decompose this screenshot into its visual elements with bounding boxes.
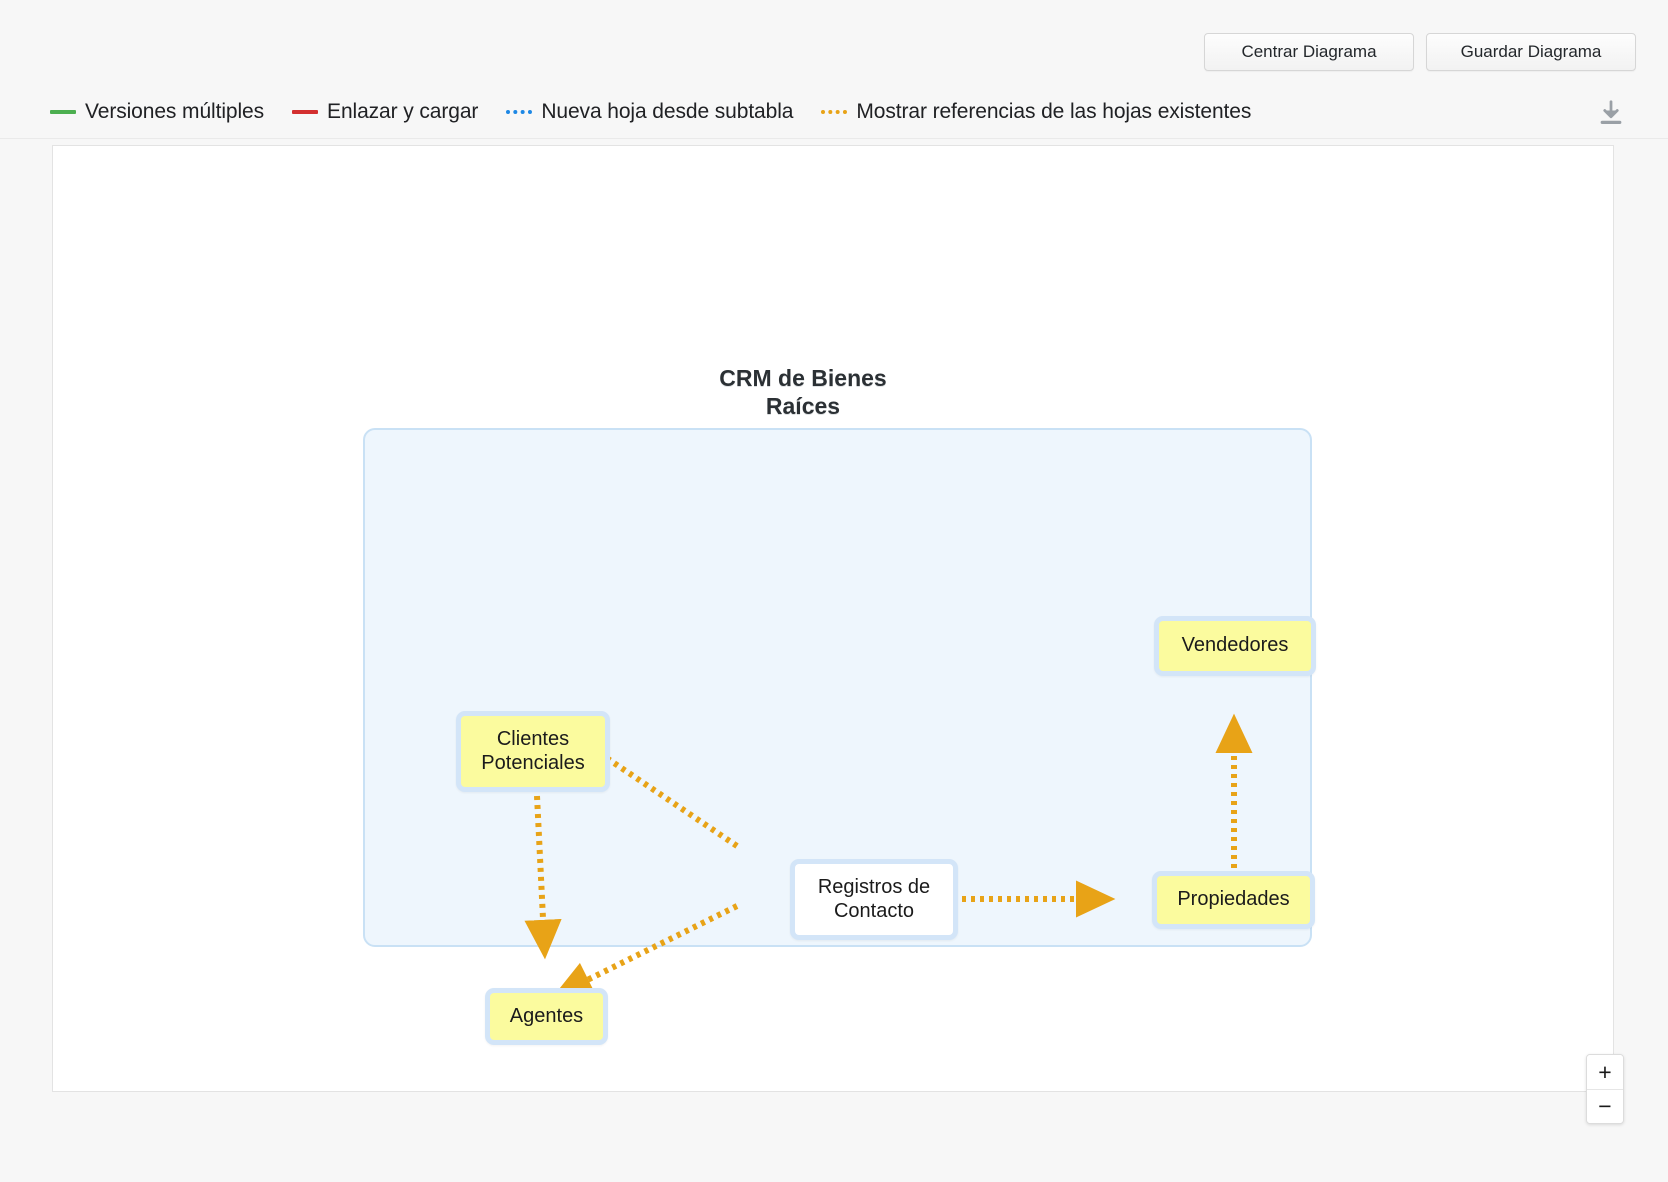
zoom-out-button[interactable]: − (1587, 1089, 1623, 1123)
diagram-node-registros-de-contacto[interactable]: Registros de Contacto (790, 859, 958, 940)
legend-item-versiones-multiples[interactable]: Versiones múltiples (50, 100, 264, 124)
node-label-line1: Clientes (496, 727, 570, 750)
node-label: Vendedores (1181, 634, 1289, 657)
legend-item-list: Versiones múltiples Enlazar y cargar Nue… (50, 86, 1251, 138)
download-icon[interactable] (1596, 98, 1626, 128)
diagram-title-line2: Raíces (765, 393, 841, 420)
legend-label: Versiones múltiples (85, 100, 265, 123)
node-label: Propiedades (1177, 888, 1290, 911)
legend-label: Nueva hoja desde subtabla (541, 100, 794, 123)
zoom-in-button[interactable]: + (1587, 1055, 1623, 1089)
node-label: Clientes Potenciales (481, 728, 584, 775)
legend-line-icon-red (292, 110, 319, 114)
top-toolbar: Centrar Diagrama Guardar Diagrama (0, 0, 1668, 86)
legend-line-icon-green (50, 110, 76, 114)
diagram-canvas[interactable]: CRM de Bienes Raíces Clientes Potenciale… (52, 145, 1614, 1092)
legend-item-mostrar-referencias[interactable]: Mostrar referencias de las hojas existen… (821, 100, 1251, 124)
toolbar-button-group: Centrar Diagrama Guardar Diagrama (1204, 33, 1636, 71)
legend-line-icon-blue-dotted (506, 110, 533, 114)
node-label-line2: Potenciales (481, 751, 585, 774)
node-label-line1: Registros de (817, 875, 931, 898)
legend-bar: Versiones múltiples Enlazar y cargar Nue… (0, 86, 1668, 139)
legend-line-icon-orange-dotted (821, 110, 848, 114)
node-label-line2: Contacto (833, 899, 915, 922)
legend-label: Enlazar y cargar (327, 100, 479, 123)
diagram-node-agentes[interactable]: Agentes (485, 988, 608, 1045)
zoom-controls: + − (1586, 1054, 1624, 1124)
diagram-node-clientes-potenciales[interactable]: Clientes Potenciales (456, 711, 610, 792)
diagram-node-vendedores[interactable]: Vendedores (1154, 616, 1316, 676)
diagram-node-propiedades[interactable]: Propiedades (1152, 871, 1315, 929)
diagram-title: CRM de Bienes Raíces (653, 364, 953, 420)
save-diagram-button[interactable]: Guardar Diagrama (1426, 33, 1636, 71)
legend-item-enlazar-y-cargar[interactable]: Enlazar y cargar (292, 100, 478, 124)
legend-label: Mostrar referencias de las hojas existen… (856, 100, 1252, 123)
center-diagram-button[interactable]: Centrar Diagrama (1204, 33, 1414, 71)
node-label: Registros de Contacto (818, 876, 930, 923)
node-label: Agentes (509, 1004, 584, 1027)
legend-item-nueva-hoja-desde-subtabla[interactable]: Nueva hoja desde subtabla (506, 100, 793, 124)
diagram-title-line1: CRM de Bienes (719, 365, 887, 391)
